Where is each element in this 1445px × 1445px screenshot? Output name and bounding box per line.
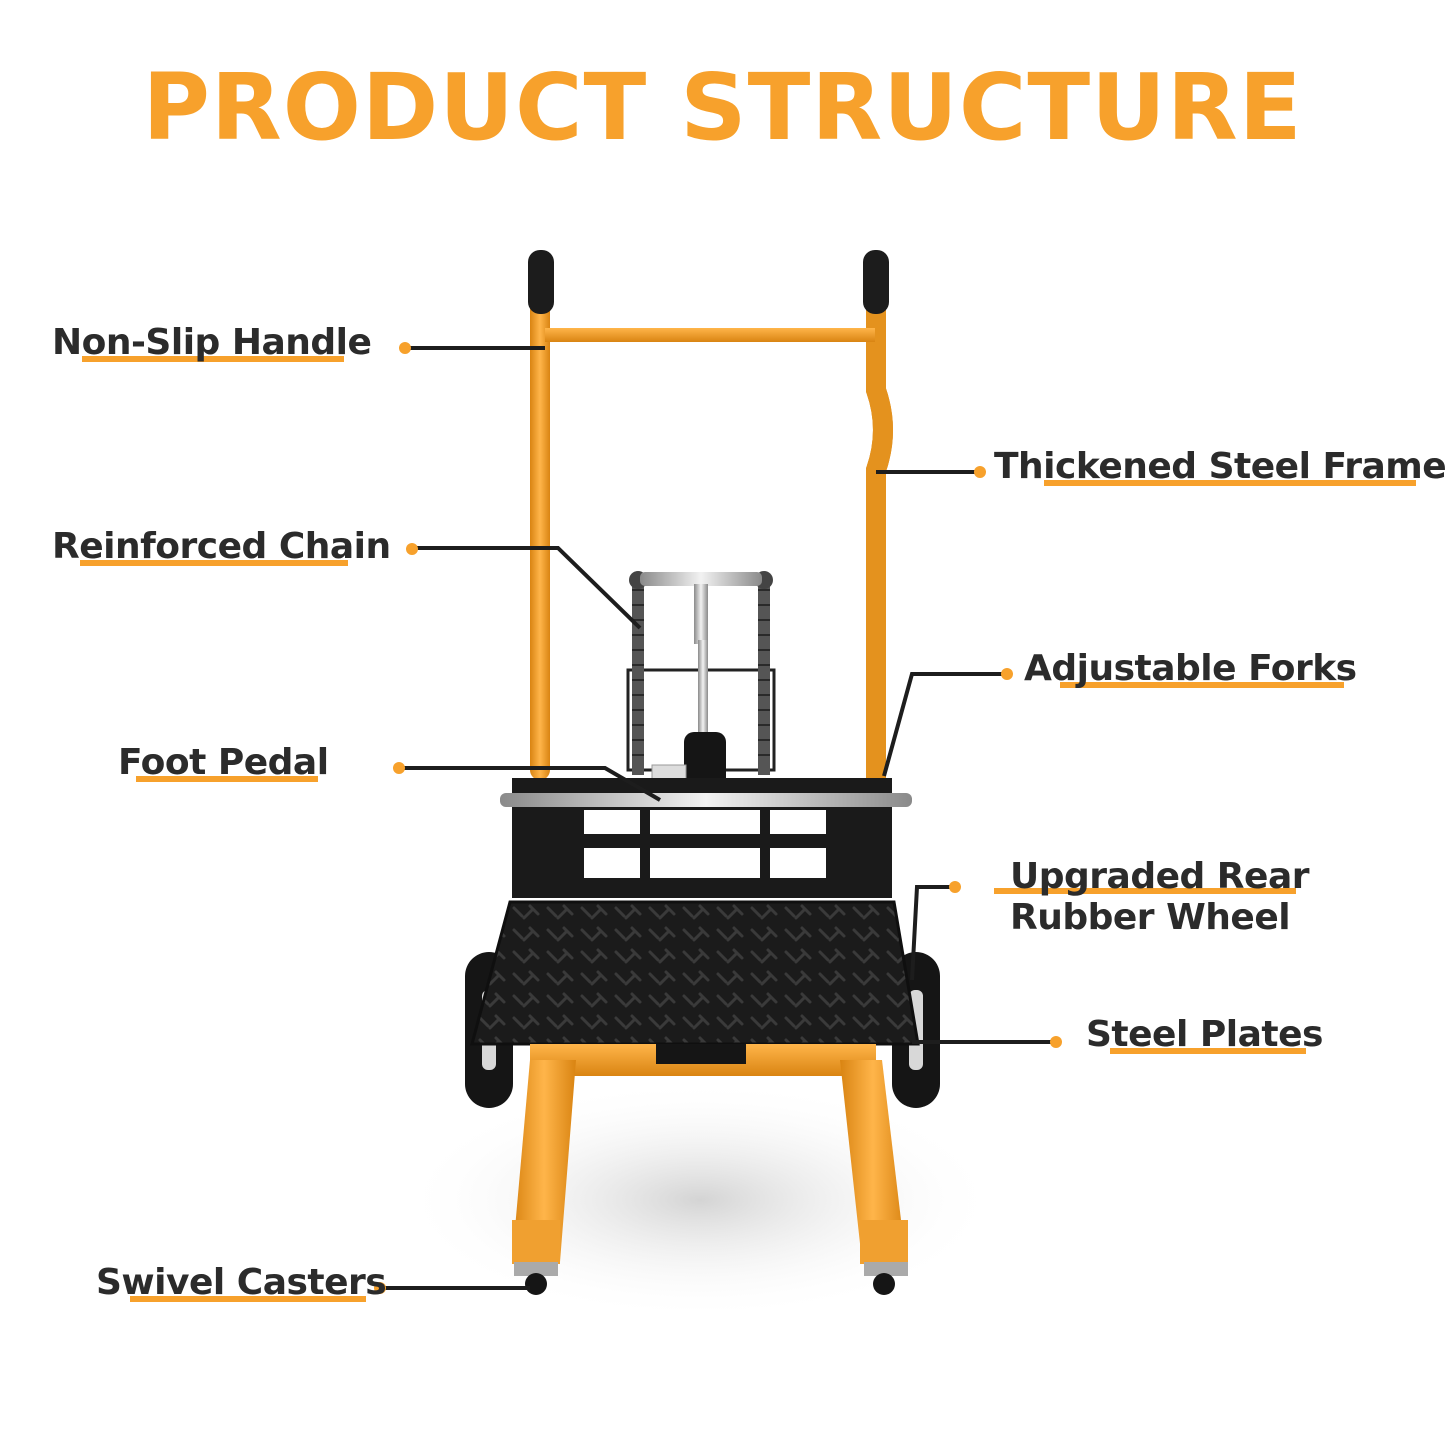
left-grip: [528, 250, 554, 314]
leader-upgraded-rear-rubber-wheel: [910, 885, 953, 981]
page-title: PRODUCT STRUCTURE: [142, 54, 1303, 161]
top-crossbar: [640, 572, 762, 586]
hydraulic-rod: [698, 640, 708, 735]
label-steel-plates: Steel Plates: [1086, 1014, 1323, 1055]
label-adjustable-forks: Adjustable Forks: [1024, 648, 1357, 689]
carriage: [500, 778, 912, 898]
leader-reinforced-chain: [412, 546, 642, 630]
label-foot-pedal: Foot Pedal: [118, 742, 329, 783]
right-grip: [863, 250, 889, 314]
handle-frame: [528, 250, 893, 790]
base-legs: [512, 1044, 908, 1264]
swivel-casters: [514, 1262, 908, 1295]
label-reinforced-chain: Reinforced Chain: [52, 526, 391, 567]
leader-foot-pedal: [399, 766, 662, 802]
label-thickened-steel-frame: Thickened Steel Frame: [994, 446, 1445, 487]
label-non-slip-handle: Non-Slip Handle: [52, 322, 372, 363]
fork-shaft: [500, 793, 912, 807]
label-upgraded-rear-rubber-wheel: Upgraded Rear Rubber Wheel: [994, 856, 1310, 939]
label-swivel-casters: Swivel Casters: [96, 1262, 387, 1303]
leader-adjustable-forks: [882, 672, 1005, 777]
